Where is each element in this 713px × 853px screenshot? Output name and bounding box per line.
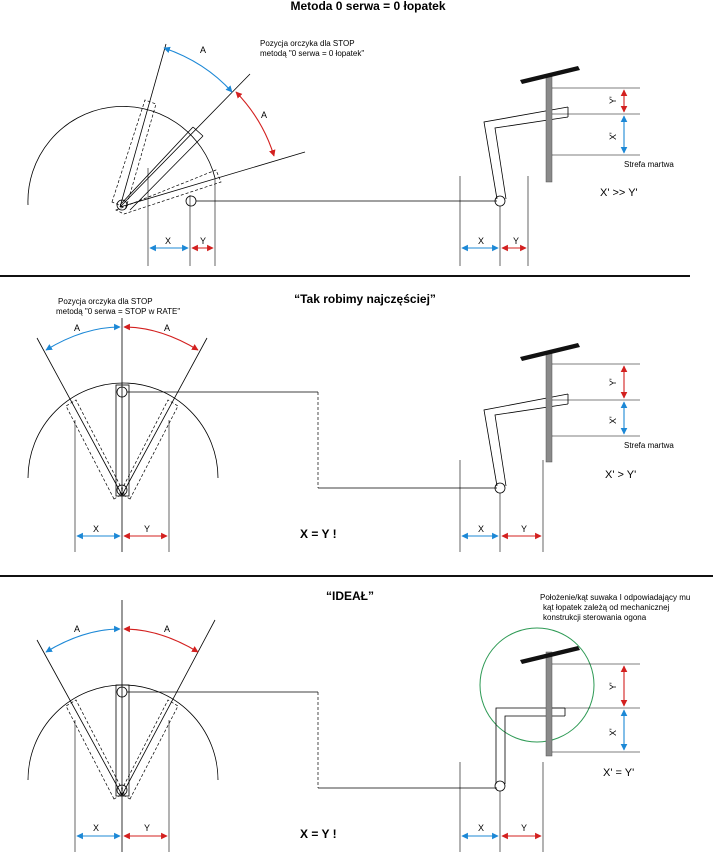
- label-y-left: Y: [200, 236, 206, 246]
- label-y-left: Y: [144, 823, 150, 833]
- servo-horn: [119, 126, 194, 206]
- label-y-prime: Y': [608, 682, 618, 690]
- pitch-rod: [545, 351, 553, 463]
- pitch-rod: [545, 651, 553, 757]
- section-1: Metoda 0 serwa = 0 łopatek A A Pozycja o…: [27, 0, 674, 266]
- section-1-title: Metoda 0 serwa = 0 łopatek: [290, 0, 445, 13]
- equation-label: X = Y !: [300, 527, 337, 541]
- angle-arc-a2: [235, 91, 276, 157]
- dead-zone-label: Strefa martwa: [624, 441, 674, 450]
- label-y-right: Y: [513, 236, 519, 246]
- label-a1: A: [200, 45, 206, 55]
- servo-arc: [27, 382, 219, 479]
- label-x-right: X: [478, 236, 484, 246]
- horn-pivot: [116, 784, 128, 796]
- equation-label: X = Y !: [300, 827, 337, 841]
- label-y-prime: Y': [608, 378, 618, 386]
- tail-blade: [520, 343, 580, 361]
- label-x-left: X: [165, 236, 171, 246]
- tail-blade: [520, 66, 580, 84]
- label-x-right: X: [478, 823, 484, 833]
- section-2: “Tak robimy najczęściej” Pozycja orczyka…: [27, 292, 674, 552]
- section-3-title: “IDEAŁ”: [326, 589, 374, 603]
- label-a1: A: [74, 624, 80, 634]
- horn-outline-left: [111, 99, 157, 209]
- section-3: “IDEAŁ” Położenie/kąt suwaka I odpowiada…: [27, 589, 690, 852]
- note-line-2: metodą "0 serwa = STOP w RATE": [56, 307, 180, 316]
- horn-outline-right: [115, 169, 222, 215]
- note-line-3: konstrukcji sterowania ogona: [543, 613, 647, 622]
- ideal-circle: [479, 627, 595, 743]
- horn-ball-link: [185, 195, 197, 207]
- angle-line-right: [121, 337, 208, 496]
- label-x-prime: X': [608, 132, 618, 140]
- label-y-left: Y: [144, 524, 150, 534]
- note-line-1: Położenie/kąt suwaka I odpowiadający mu: [540, 593, 690, 602]
- label-y-right: Y: [521, 823, 527, 833]
- horn-outline-left: [65, 699, 125, 800]
- label-y-prime: Y': [608, 96, 618, 104]
- angle-line-left: [36, 639, 123, 796]
- label-x-left: X: [93, 823, 99, 833]
- note-line-1: Pozycja orczyka dla STOP: [260, 39, 355, 48]
- angle-line-right: [121, 619, 216, 796]
- horn-pivot: [116, 199, 128, 211]
- horn-outline-right: [119, 399, 179, 500]
- note-line-1: Pozycja orczyka dla STOP: [58, 297, 153, 306]
- angle-arc-a1: [45, 323, 121, 351]
- servo-horn-edge: [129, 135, 204, 211]
- note-line-2: kąt łopatek zależą od mechanicznej: [543, 603, 670, 612]
- tail-blade: [520, 646, 580, 664]
- slider-ball-link: [494, 780, 506, 792]
- servo-arc: [27, 684, 219, 781]
- dead-zone-label: Strefa martwa: [624, 160, 674, 169]
- relation-label: X' > Y': [605, 469, 636, 481]
- angle-arc-a2: [123, 323, 199, 351]
- angle-arc-a1: [163, 46, 233, 93]
- label-x-prime: X': [608, 728, 618, 736]
- angle-line-left: [119, 43, 167, 208]
- label-a1: A: [74, 323, 80, 333]
- label-x-right: X: [478, 524, 484, 534]
- angle-line-center: [119, 73, 251, 208]
- label-a2: A: [164, 624, 170, 634]
- angle-line-right: [119, 151, 306, 208]
- servo-horn: [115, 384, 130, 497]
- note-line-2: metodą "0 serwa = 0 łopatek": [260, 49, 364, 58]
- pitch-rod: [545, 75, 553, 183]
- label-x-left: X: [93, 524, 99, 534]
- relation-label: X' >> Y': [600, 187, 638, 199]
- horn-outline-left: [65, 399, 125, 500]
- angle-line-left: [36, 337, 123, 496]
- servo-arc: [27, 106, 216, 206]
- label-x-prime: X': [608, 416, 618, 424]
- horn-pivot: [116, 484, 128, 496]
- section-2-title: “Tak robimy najczęściej”: [294, 292, 436, 306]
- angle-arc-a2: [123, 625, 199, 653]
- servo-horn: [115, 684, 130, 797]
- horn-outline-right: [119, 699, 179, 800]
- label-a2: A: [261, 110, 267, 120]
- angle-arc-a1: [45, 625, 121, 653]
- label-a2: A: [164, 323, 170, 333]
- label-y-right: Y: [521, 524, 527, 534]
- relation-label: X' = Y': [603, 767, 634, 779]
